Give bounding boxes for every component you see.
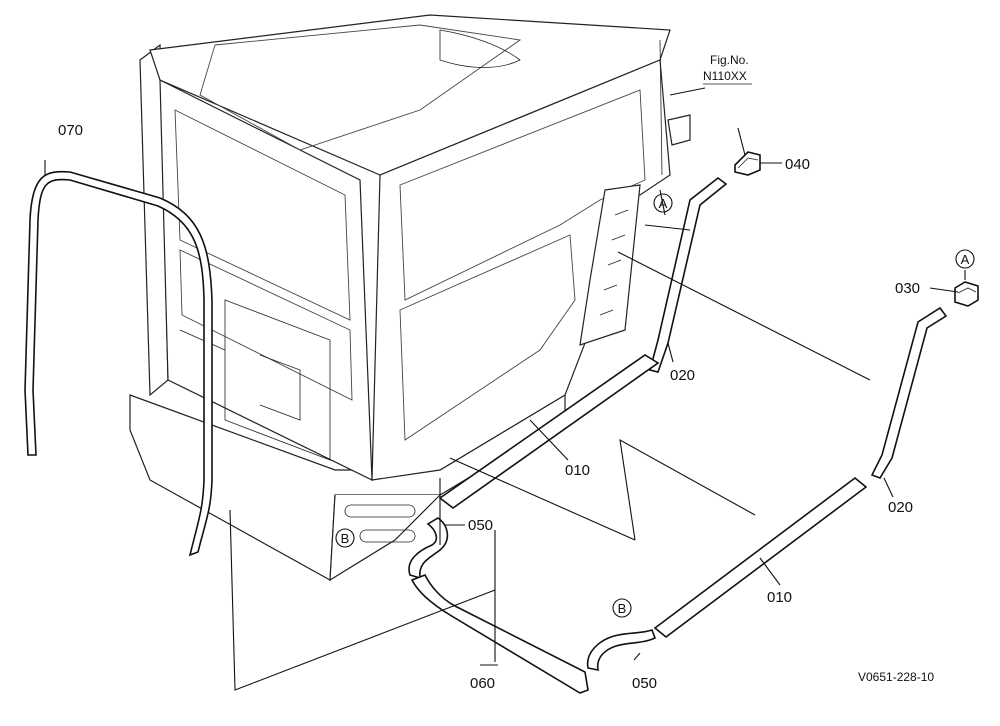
callout-a-cab-text: A — [659, 196, 668, 211]
fig-no-value: N110XX — [703, 69, 747, 83]
callout-b-cab-text: B — [341, 531, 350, 546]
label-050-lower: 050 — [632, 675, 657, 692]
label-050-upper: 050 — [468, 517, 493, 534]
callout-b-corner: B — [612, 598, 632, 618]
callout-a-clip-text: A — [961, 252, 970, 267]
part-020-seal-left — [649, 176, 728, 373]
callout-a-clip: A — [955, 249, 975, 269]
part-050-corner-lower — [586, 628, 657, 672]
part-020-seal-right — [870, 306, 948, 479]
part-040-clip — [734, 151, 761, 176]
label-030: 030 — [895, 280, 920, 297]
label-040: 040 — [785, 156, 810, 173]
label-070: 070 — [58, 122, 83, 139]
leader-lines — [44, 87, 966, 691]
callout-a-cab: A — [653, 193, 673, 213]
label-010-lower: 010 — [767, 589, 792, 606]
drawing-code: V0651-228-10 — [858, 670, 934, 684]
part-010-seal-upper — [438, 354, 660, 509]
cab-frame — [129, 14, 691, 582]
label-010-upper: 010 — [565, 462, 590, 479]
part-030-clip — [954, 281, 979, 307]
callout-b-cab: B — [335, 528, 355, 548]
part-070-seal — [24, 170, 213, 557]
part-010-seal-lower — [653, 476, 868, 639]
label-020-right: 020 — [888, 499, 913, 516]
fig-no-label: Fig.No. — [710, 53, 749, 67]
label-020-left: 020 — [670, 367, 695, 384]
part-050-corner-upper — [408, 517, 449, 580]
part-060-seal — [410, 573, 589, 694]
callout-b-corner-text: B — [618, 601, 627, 616]
label-060: 060 — [470, 675, 495, 692]
